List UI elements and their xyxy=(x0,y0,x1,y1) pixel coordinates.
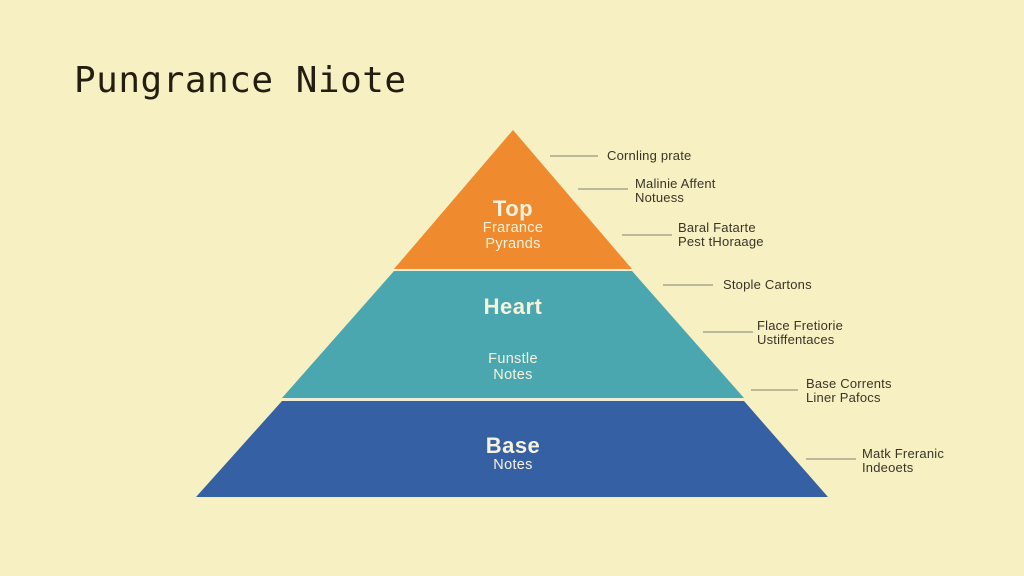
annotation-label: Flace Fretiorie Ustiffentaces xyxy=(757,319,843,347)
annotation-label: Matk Freranic Indeoets xyxy=(862,447,944,475)
annotation-line: Indeoets xyxy=(862,460,914,475)
annotation-line: Base Corrents xyxy=(806,376,892,391)
annotation-label: Base Corrents Liner Pafocs xyxy=(806,377,892,405)
annotation-label: Cornling prate xyxy=(607,149,691,163)
tier-divider xyxy=(285,398,741,401)
annotation-label: Malinie Affent Notuess xyxy=(635,177,716,205)
leader-line xyxy=(806,458,856,460)
tier-top-sublabel: Frarance Pyrands xyxy=(483,220,543,252)
leader-line xyxy=(751,389,798,391)
tier-base-sublabel: Notes xyxy=(493,457,532,473)
pyramid-tier-base xyxy=(196,401,828,497)
annotation-line: Notuess xyxy=(635,190,685,205)
annotation-line: Pest tHoraage xyxy=(678,234,764,249)
annotation-line: Ustiffentaces xyxy=(757,332,835,347)
page-title: Pungrance Niote xyxy=(74,60,407,101)
annotation-line: Baral Fatarte xyxy=(678,220,756,235)
tier-divider xyxy=(397,269,630,271)
leader-line xyxy=(703,331,753,333)
annotation-line: Liner Pafocs xyxy=(806,390,881,405)
annotation-line: Stople Cartons xyxy=(723,277,812,292)
annotation-label: Stople Cartons xyxy=(723,278,812,292)
tier-heart-sublabel-line2: Notes xyxy=(493,367,533,383)
tier-heart-label: Heart xyxy=(483,294,543,319)
tier-top-sublabel-line2: Pyrands xyxy=(485,236,541,252)
tier-top-sublabel-line1: Frarance xyxy=(482,220,544,236)
annotation-line: Cornling prate xyxy=(607,148,692,163)
leader-line xyxy=(622,234,672,236)
tier-base-label: Base xyxy=(485,433,541,458)
tier-base-sublabel-line1: Notes xyxy=(493,457,533,473)
tier-top-label: Top xyxy=(492,196,534,221)
tier-heart-sublabel: Funstle Notes xyxy=(488,351,538,383)
annotation-line: Flace Fretiorie xyxy=(757,318,844,333)
leader-line xyxy=(663,284,713,286)
annotation-label: Baral Fatarte Pest tHoraage xyxy=(678,221,764,249)
leader-line xyxy=(550,155,598,157)
leader-line xyxy=(578,188,628,190)
annotation-line: Malinie Affent xyxy=(635,176,716,191)
annotation-line: Matk Freranic xyxy=(862,446,945,461)
tier-heart-sublabel-line1: Funstle xyxy=(488,351,538,367)
